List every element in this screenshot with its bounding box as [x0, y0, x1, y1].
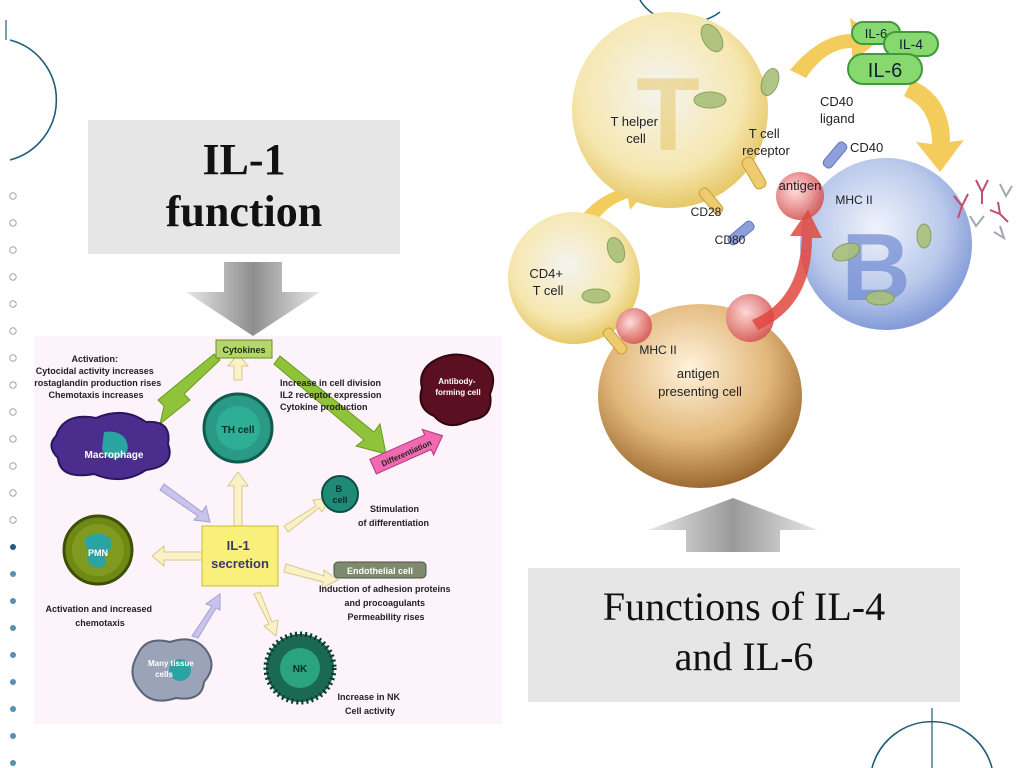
arrow-tissue-secretion: [191, 593, 221, 639]
macrophage-label: Macrophage: [85, 450, 144, 461]
margin-dot: [10, 571, 16, 577]
il1-caption-line2: function: [165, 187, 323, 236]
margin-dot: [10, 652, 16, 658]
il6-large-label: IL-6: [868, 60, 902, 82]
il1-caption-box: IL-1 function: [88, 120, 400, 254]
antigen-presenting-cell: [598, 304, 802, 488]
mhc-antigen-apc: [726, 294, 774, 342]
margin-dot: [9, 273, 17, 281]
cd40-label: CD40: [850, 140, 883, 155]
mhc-b-label: MHC II: [835, 193, 872, 207]
il1-down-arrow: [186, 262, 320, 336]
cd4-label: CD4+ T cell: [529, 266, 566, 298]
cytokines-label: Cytokines: [222, 345, 265, 355]
margin-dot: [9, 408, 17, 416]
il1-secretion-box: [201, 525, 279, 587]
t-helper-label: T helper cell: [610, 114, 661, 146]
margin-dot: [9, 435, 17, 443]
endothelial-cell-box: [333, 561, 427, 579]
arrow-secretion-to-th: [227, 471, 249, 531]
margin-dot: [9, 192, 17, 200]
margin-dot: [9, 354, 17, 362]
pmn-text: Activation and increased chemotaxis: [45, 604, 154, 628]
cd80-label: CD80: [715, 233, 746, 247]
il1-secretion-label: IL-1 secretion: [211, 538, 269, 571]
antigen-label: antigen: [779, 178, 822, 193]
il46-caption-line2: and IL-6: [674, 634, 814, 679]
cytokines-box: [215, 339, 273, 359]
il46-caption-box: Functions of IL-4 and IL-6: [528, 568, 960, 702]
nk-label: NK: [293, 664, 308, 675]
margin-dot: [9, 462, 17, 470]
margin-dot: [9, 219, 17, 227]
tcr-label: T cell receptor: [742, 126, 790, 158]
stimulation-text: Stimulation of differentiation: [358, 504, 429, 528]
il4-label: IL-4: [899, 36, 923, 52]
il6-small-label: IL-6: [865, 26, 887, 41]
endothelial-text: Induction of adhesion proteins and proco…: [319, 584, 453, 622]
margin-dot: [10, 598, 16, 604]
antigen-red-arrow: [752, 210, 822, 330]
th-cell-text: Increase in cell division IL2 receptor e…: [280, 378, 384, 412]
arrow-secretion-to-pmn: [151, 544, 203, 568]
arrow-cytokines-to-antibody: [273, 355, 387, 455]
margin-dot: [10, 544, 16, 550]
antibody-label: Antibody- forming cell: [435, 377, 480, 397]
arrow-cytokines-to-macrophage: [157, 353, 221, 426]
tissue-label: Many tissue cells: [148, 659, 196, 679]
arrow-macrophage-secretion: [159, 483, 211, 523]
b-cell: [800, 158, 972, 330]
margin-dot: [10, 679, 16, 685]
top-left-arc: [9, 39, 58, 161]
margin-dot: [9, 246, 17, 254]
cd28-label: CD28: [691, 205, 722, 219]
margin-dot: [10, 733, 16, 739]
t-helper-letter: T: [636, 57, 700, 173]
apc-label: antigen presenting cell: [658, 366, 742, 399]
mhc-antigen-cd4: [616, 308, 652, 344]
margin-dot: [9, 327, 17, 335]
il6-large-badge: [847, 53, 923, 85]
b-cell: [321, 475, 359, 513]
t-helper-cell: [572, 12, 768, 208]
margin-dot: [9, 381, 17, 389]
il1-caption-line1: IL-1: [202, 135, 286, 184]
cd40-ligand-label: CD40 ligand: [820, 94, 857, 126]
antibody-forming-cell: [419, 353, 494, 427]
il46-caption-line1: Functions of IL-4: [602, 584, 886, 629]
activation-text: Activation: Cytocidal activity increases…: [34, 354, 164, 400]
endothelial-label: Endothelial cell: [347, 566, 413, 576]
margin-dot: [9, 489, 17, 497]
margin-dot: [10, 625, 16, 631]
th-cell-label: TH cell: [222, 425, 255, 436]
margin-dot: [9, 300, 17, 308]
margin-dot: [10, 760, 16, 766]
differentiation-arrow: [369, 428, 444, 475]
il1-diagram: Cytokines Activation: Cytocidal activity…: [34, 336, 502, 724]
il46-diagram: antigen presenting cell B CD4+ T cell T …: [508, 12, 1013, 488]
margin-dots: [9, 192, 17, 766]
margin-dot: [10, 706, 16, 712]
arrow-badges-to-b: [904, 80, 964, 172]
mhc-antigen-b: [776, 172, 824, 220]
arrow-secretion-to-nk: [253, 591, 279, 637]
arrow-secretion-to-endothelial: [283, 563, 339, 589]
il46-up-arrow: [648, 498, 818, 552]
mhc-apc-label: MHC II: [639, 343, 676, 357]
margin-dot: [9, 516, 17, 524]
pmn-label: PMN: [88, 548, 108, 558]
b-cell-label: B cell: [332, 484, 347, 505]
nk-text: Increase in NK Cell activity: [337, 692, 402, 716]
arrow-top-to-cytokines: [226, 353, 250, 381]
